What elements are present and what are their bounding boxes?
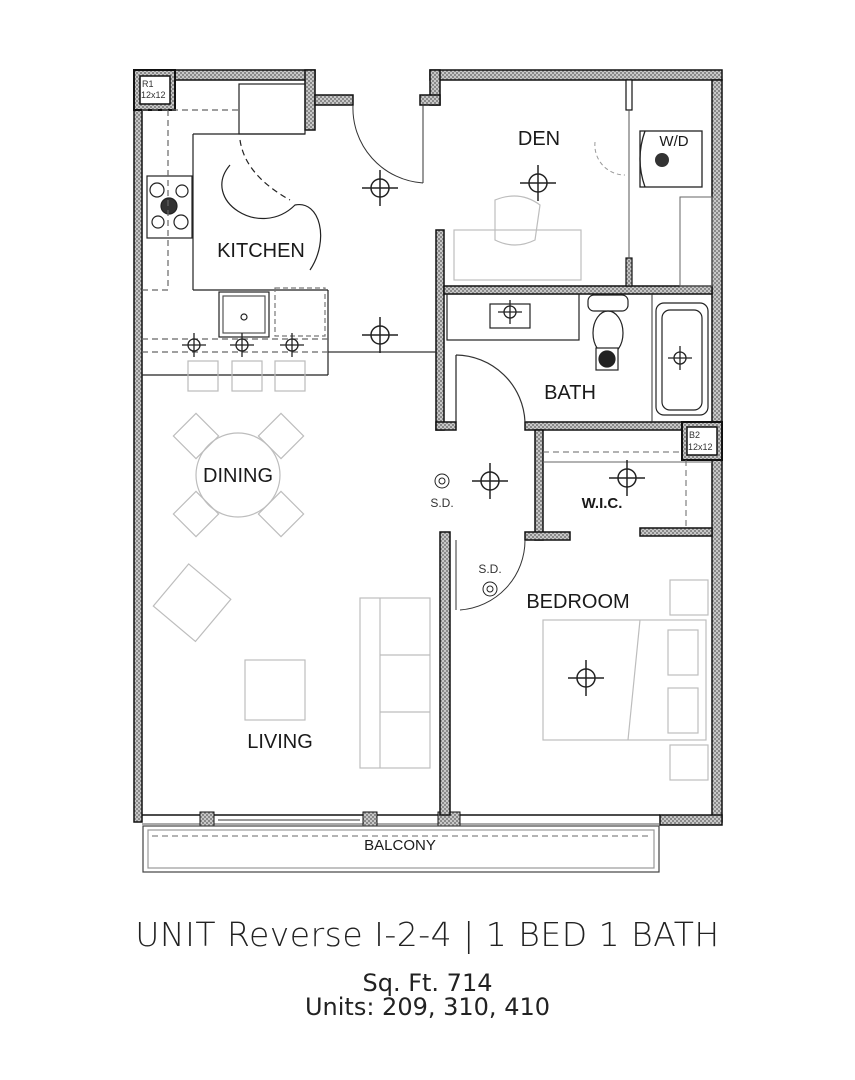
balcony bbox=[142, 825, 660, 873]
living-furniture bbox=[152, 563, 431, 769]
unit-numbers: Units: 209, 310, 410 bbox=[304, 993, 550, 1021]
washer-dryer bbox=[594, 130, 713, 287]
den-furniture bbox=[453, 195, 582, 281]
bath-fixtures bbox=[446, 293, 709, 423]
bed bbox=[542, 579, 709, 781]
svg-text:S.D.: S.D. bbox=[430, 496, 453, 510]
kitchen-fixtures bbox=[142, 83, 436, 392]
unit-title: UNIT Reverse I-2-4 | 1 BED 1 BATH bbox=[135, 915, 720, 954]
smoke-detector-hall: S.D. bbox=[430, 473, 454, 510]
interior-walls bbox=[435, 79, 713, 816]
square-footage: Sq. Ft. 714 bbox=[362, 969, 493, 997]
room-label-dining: DINING bbox=[203, 465, 273, 487]
svg-text:12x12: 12x12 bbox=[141, 90, 166, 100]
room-label-wic: W.I.C. bbox=[582, 495, 623, 512]
room-label-den: DEN bbox=[518, 128, 560, 150]
room-label-living: LIVING bbox=[247, 731, 313, 753]
room-label-wd: W/D bbox=[659, 133, 688, 150]
room-label-bedroom: BEDROOM bbox=[526, 591, 629, 613]
room-label-kitchen: KITCHEN bbox=[217, 240, 305, 262]
room-label-bath: BATH bbox=[544, 382, 596, 404]
riser-r1: R1 12x12 bbox=[133, 69, 176, 111]
smoke-detector-bedroom: S.D. bbox=[478, 562, 502, 597]
floor-plan-drawing: R1 12x12 B2 12x12 bbox=[133, 69, 723, 873]
svg-text:12x12: 12x12 bbox=[688, 442, 713, 452]
svg-text:R1: R1 bbox=[142, 79, 154, 89]
dining-table bbox=[172, 412, 305, 538]
room-label-balcony: BALCONY bbox=[364, 837, 436, 854]
svg-text:S.D.: S.D. bbox=[478, 562, 501, 576]
svg-text:B2: B2 bbox=[689, 430, 700, 440]
riser-b2: B2 12x12 bbox=[681, 421, 723, 461]
